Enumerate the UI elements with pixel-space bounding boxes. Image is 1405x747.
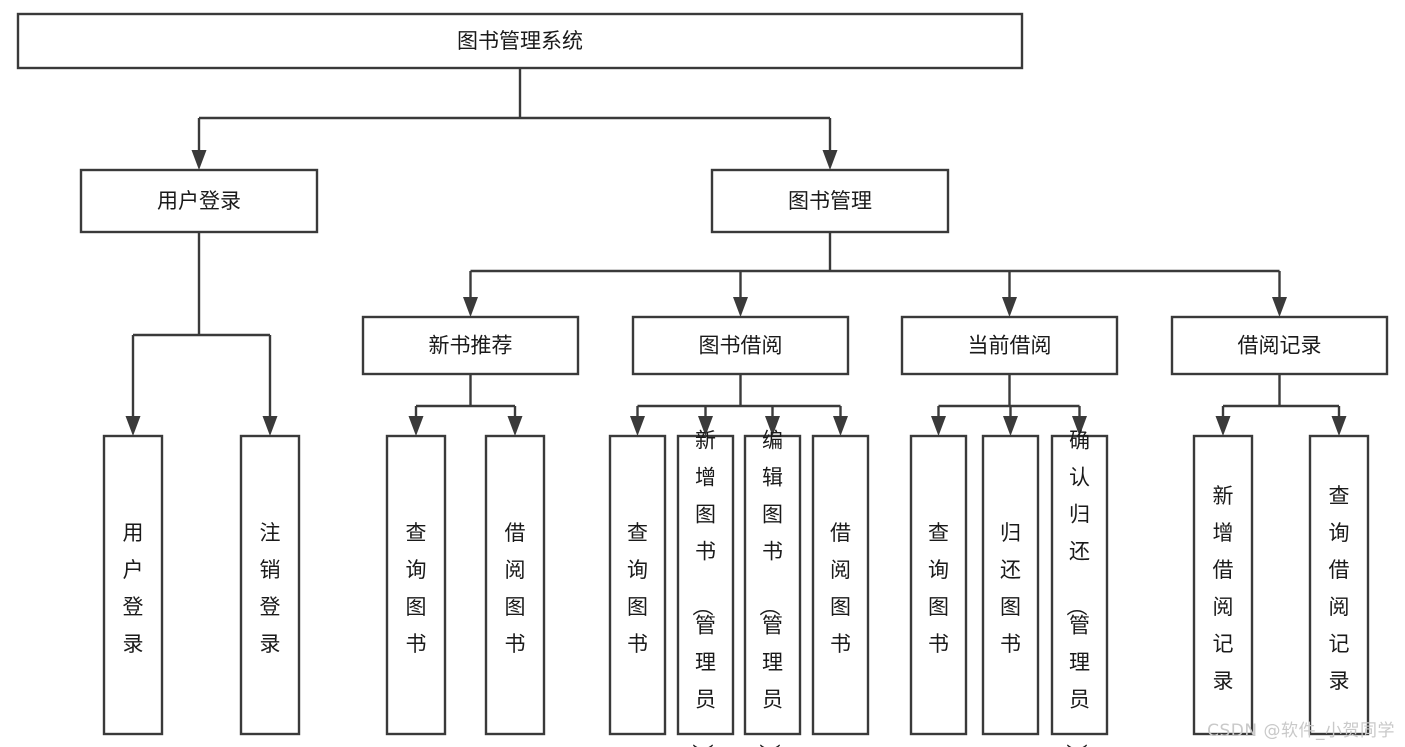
node-user-login[interactable]: 用户登录 — [79, 168, 319, 234]
node-leaf-query-book-rec[interactable]: 查询图书 — [385, 434, 447, 736]
node-label-leaf-add-record: 新增借阅记录 — [1213, 484, 1234, 693]
edge-group-book-borrow — [630, 374, 848, 436]
node-leaf-add-record[interactable]: 新增借阅记录 — [1192, 434, 1254, 736]
edge-group-root — [191, 68, 838, 170]
arrow-head-icon — [1215, 416, 1231, 436]
edge-group-new-book-rec — [408, 374, 523, 436]
node-book-borrow[interactable]: 图书借阅 — [631, 315, 850, 376]
arrow-head-icon — [125, 416, 141, 436]
arrow-head-icon — [463, 297, 478, 317]
node-label-leaf-edit-book: 编辑图书（管理员） — [757, 428, 783, 747]
edge-group-book-manage — [463, 232, 1287, 317]
node-label-leaf-query-book-brw: 查询图书 — [627, 521, 648, 656]
node-box-current-borrow — [900, 315, 1119, 376]
edge-group-borrow-record — [1215, 374, 1347, 436]
arrow-head-icon — [833, 416, 848, 436]
node-leaf-borrow-book-rec[interactable]: 借阅图书 — [484, 434, 546, 736]
node-box-borrow-record — [1170, 315, 1389, 376]
node-label-user-login: 用户登录 — [157, 189, 241, 213]
node-label-leaf-borrow-book-brw: 借阅图书 — [830, 521, 851, 656]
node-current-borrow[interactable]: 当前借阅 — [900, 315, 1119, 376]
node-label-leaf-user-logout: 注销登录 — [260, 521, 281, 656]
arrow-head-icon — [262, 416, 278, 436]
node-box-leaf-user-login — [102, 434, 164, 736]
node-leaf-add-book[interactable]: 新增图书（管理员） — [676, 428, 735, 747]
nodes-layer: 图书管理系统用户登录图书管理新书推荐图书借阅当前借阅借阅记录用户登录注销登录查询… — [16, 12, 1389, 747]
node-leaf-user-logout[interactable]: 注销登录 — [239, 434, 301, 736]
edge-group-current-borrow — [931, 374, 1087, 436]
node-borrow-record[interactable]: 借阅记录 — [1170, 315, 1389, 376]
node-new-book-rec[interactable]: 新书推荐 — [361, 315, 580, 376]
arrow-head-icon — [1272, 297, 1287, 317]
node-label-leaf-borrow-book-rec: 借阅图书 — [505, 521, 526, 656]
node-label-new-book-rec: 新书推荐 — [429, 334, 513, 358]
node-leaf-borrow-book-brw[interactable]: 借阅图书 — [811, 434, 870, 736]
node-label-leaf-query-record: 查询借阅记录 — [1329, 484, 1350, 693]
node-box-book-borrow — [631, 315, 850, 376]
node-label-leaf-add-book: 新增图书（管理员） — [690, 428, 716, 747]
node-box-leaf-add-record — [1192, 434, 1254, 736]
arrow-head-icon — [931, 416, 946, 436]
node-label-book-manage: 图书管理 — [788, 189, 872, 213]
node-label-leaf-user-login: 用户登录 — [123, 521, 144, 656]
node-box-leaf-query-book-rec — [385, 434, 447, 736]
node-label-root: 图书管理系统 — [457, 29, 583, 53]
node-label-book-borrow: 图书借阅 — [699, 334, 783, 358]
arrow-head-icon — [191, 150, 207, 170]
arrow-head-icon — [822, 150, 838, 170]
node-book-manage[interactable]: 图书管理 — [710, 168, 950, 234]
node-box-new-book-rec — [361, 315, 580, 376]
node-box-leaf-query-book-cur — [909, 434, 968, 736]
arrow-head-icon — [1331, 416, 1347, 436]
arrow-head-icon — [1003, 416, 1018, 436]
csdn-watermark: CSDN @软件_小贺同学 — [1207, 721, 1395, 741]
node-root[interactable]: 图书管理系统 — [16, 12, 1024, 70]
node-leaf-confirm-return[interactable]: 确认归还（管理员） — [1050, 428, 1109, 747]
node-box-leaf-query-book-brw — [608, 434, 667, 736]
node-box-user-login — [79, 168, 319, 234]
node-box-leaf-borrow-book-rec — [484, 434, 546, 736]
node-label-leaf-query-book-rec: 查询图书 — [406, 521, 427, 656]
arrow-head-icon — [507, 416, 523, 436]
node-label-leaf-confirm-return: 确认归还（管理员） — [1064, 428, 1090, 747]
edge-group-user-login — [125, 232, 278, 436]
node-box-leaf-borrow-book-brw — [811, 434, 870, 736]
node-box-root — [16, 12, 1024, 70]
node-box-leaf-query-record — [1308, 434, 1370, 736]
node-label-leaf-return-book: 归还图书 — [1000, 521, 1021, 656]
node-box-leaf-user-logout — [239, 434, 301, 736]
node-leaf-edit-book[interactable]: 编辑图书（管理员） — [743, 428, 802, 747]
node-leaf-query-book-brw[interactable]: 查询图书 — [608, 434, 667, 736]
node-leaf-query-record[interactable]: 查询借阅记录 — [1308, 434, 1370, 736]
node-leaf-return-book[interactable]: 归还图书 — [981, 434, 1040, 736]
node-label-leaf-query-book-cur: 查询图书 — [928, 521, 949, 656]
arrow-head-icon — [1072, 416, 1087, 436]
node-label-borrow-record: 借阅记录 — [1238, 334, 1322, 358]
node-label-current-borrow: 当前借阅 — [968, 334, 1052, 358]
node-box-book-manage — [710, 168, 950, 234]
node-box-leaf-return-book — [981, 434, 1040, 736]
arrow-head-icon — [1002, 297, 1017, 317]
node-box-leaf-add-book — [676, 434, 735, 736]
node-box-leaf-edit-book — [743, 434, 802, 736]
edges-layer — [125, 68, 1347, 436]
arrow-head-icon — [698, 416, 713, 436]
arrow-head-icon — [630, 416, 645, 436]
node-box-leaf-confirm-return — [1050, 434, 1109, 736]
arrow-head-icon — [733, 297, 748, 317]
arrow-head-icon — [408, 416, 424, 436]
node-leaf-query-book-cur[interactable]: 查询图书 — [909, 434, 968, 736]
arrow-head-icon — [765, 416, 780, 436]
node-leaf-user-login[interactable]: 用户登录 — [102, 434, 164, 736]
